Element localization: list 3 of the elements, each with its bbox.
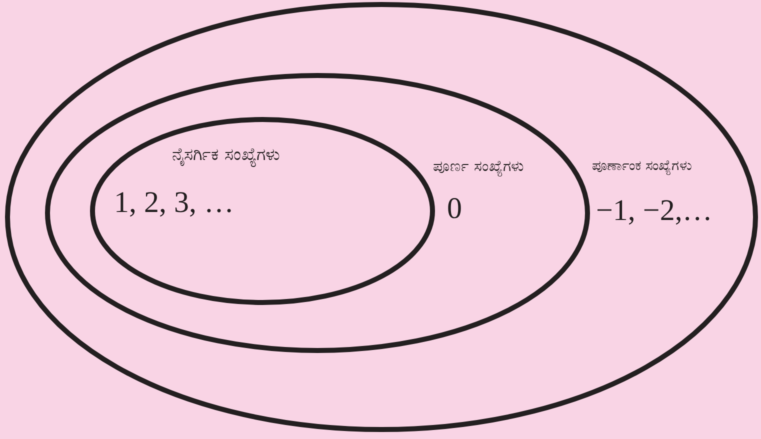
set-label: ಪೂರ್ಣಾಂಕ ಸಂಖ್ಯೆಗಳು	[592, 158, 692, 174]
set-label: ಪೂರ್ಣ ಸಂಖ್ಯೆಗಳು	[433, 158, 524, 176]
set-label: ನೈಸರ್ಗಿಕ ಸಂಖ್ಯೆಗಳು	[172, 146, 280, 166]
